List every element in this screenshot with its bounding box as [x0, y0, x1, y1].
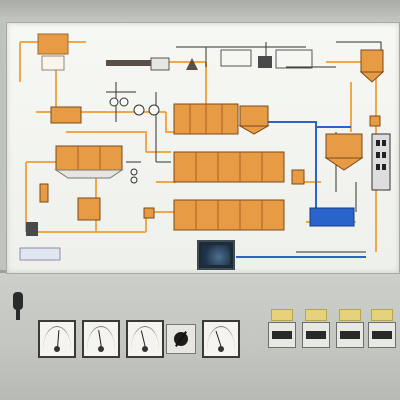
filter-tank — [309, 207, 355, 227]
gauge-2 — [82, 320, 120, 358]
counter-label — [339, 309, 361, 321]
gauge-1 — [38, 320, 76, 358]
counter-digits — [272, 331, 292, 339]
settling-tank-2 — [173, 151, 285, 183]
lever-switch-icon[interactable] — [10, 292, 26, 322]
sludge-hopper — [239, 105, 269, 127]
coagulation-cones — [54, 169, 124, 179]
counter-digits — [372, 331, 392, 339]
top-equipment-1 — [220, 49, 252, 67]
tank-2-outlet — [291, 169, 305, 185]
counter-digits — [340, 331, 360, 339]
counter-label — [371, 309, 393, 321]
sludge-hopper-cone — [238, 125, 270, 135]
top-left-label — [41, 55, 65, 71]
lower-left-box-3 — [143, 207, 155, 219]
counter-4 — [368, 309, 396, 348]
top-conveyor — [106, 60, 156, 66]
gauge-3 — [126, 320, 164, 358]
clarifier — [325, 133, 363, 159]
blue-process-lines — [236, 121, 366, 258]
counter-digits — [306, 331, 326, 339]
right-switch-panel — [371, 133, 391, 191]
top-cone — [186, 58, 198, 70]
counter-label — [271, 309, 293, 321]
gauge-4 — [202, 320, 240, 358]
counter-2 — [302, 309, 330, 348]
rotary-selector-icon[interactable] — [174, 332, 188, 346]
settling-tank-3 — [173, 199, 285, 231]
lower-left-dark-box — [26, 222, 38, 236]
top-left-control-box — [37, 33, 69, 55]
left-dosing-box — [50, 106, 82, 124]
top-hopper-box — [150, 57, 170, 71]
clarifier-cone — [324, 157, 364, 171]
coagulation-tanks — [55, 145, 123, 171]
lower-left-box-2 — [77, 197, 101, 221]
right-small-box — [369, 115, 381, 127]
counter-label — [305, 309, 327, 321]
pump-cluster — [109, 97, 160, 184]
lower-left-box-1 — [39, 183, 49, 203]
top-silo-cone — [359, 71, 385, 83]
top-silo — [360, 49, 384, 73]
counter-1 — [268, 309, 296, 348]
legend-strip — [19, 247, 61, 261]
top-equipment-2 — [258, 56, 272, 68]
rotary-selector[interactable] — [166, 324, 196, 354]
cabinet-top-edge — [0, 0, 400, 22]
monitor-icon — [202, 245, 230, 265]
camera-monitor — [197, 240, 235, 270]
process-flow-diagram — [19, 33, 391, 261]
top-equipment-3 — [275, 49, 313, 69]
counter-3 — [336, 309, 364, 348]
